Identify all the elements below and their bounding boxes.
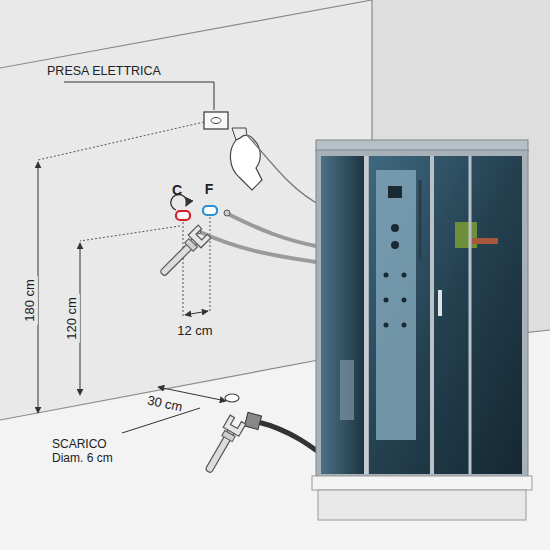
hose-fitting	[244, 412, 261, 429]
dimension-guide	[210, 217, 211, 312]
drain	[225, 394, 239, 402]
dimension-label: 180 cm	[23, 276, 38, 325]
dimension-guide	[38, 122, 204, 160]
leader-line	[122, 408, 200, 433]
cold-label: F	[205, 181, 214, 197]
wall-edge	[0, 0, 372, 68]
hand	[230, 135, 262, 190]
hot-water-tap	[176, 211, 190, 220]
dimension-guide	[80, 226, 180, 241]
shower-cabin	[312, 140, 532, 520]
dimension-guide	[183, 222, 184, 318]
socket-hole	[211, 118, 221, 124]
drain-label: SCARICO Diam. 6 cm	[52, 438, 128, 466]
leader-line	[64, 82, 214, 110]
hot-hose	[200, 232, 316, 262]
socket-label: PRESA ELETTRICA	[47, 64, 161, 78]
dimension-label: 12 cm	[177, 324, 212, 339]
cold-water-tap	[203, 206, 217, 215]
electric-socket	[204, 112, 228, 129]
wrench	[200, 415, 246, 476]
dimension-label: 120 cm	[65, 294, 80, 343]
wrench	[156, 225, 211, 280]
dimension-line	[185, 311, 208, 315]
power-cable	[246, 134, 322, 206]
hot-label: C	[172, 182, 182, 198]
hose-nut	[224, 210, 230, 216]
cold-hose	[228, 214, 316, 246]
